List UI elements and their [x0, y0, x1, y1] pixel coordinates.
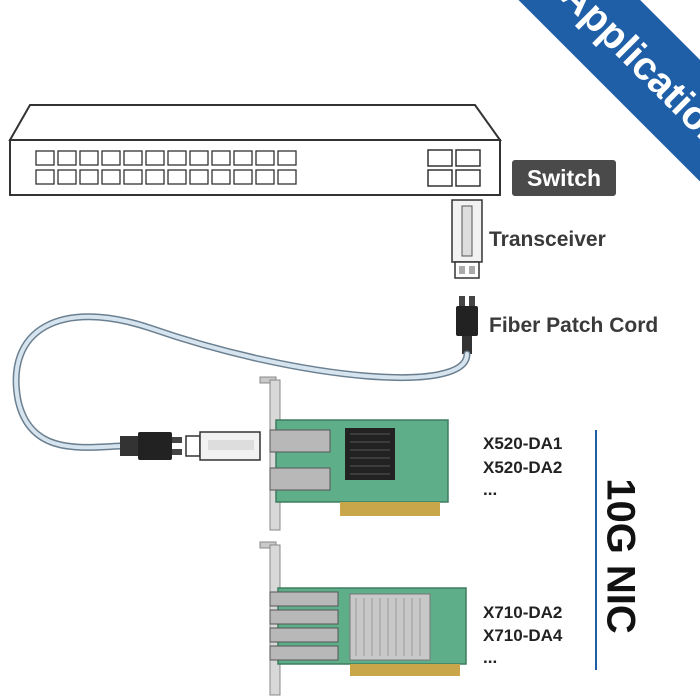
switch-illustration — [8, 104, 502, 196]
switch-ports — [35, 150, 297, 185]
switch-port — [145, 169, 165, 185]
switch-port — [35, 169, 55, 185]
switch-port — [255, 169, 275, 185]
switch-port — [211, 150, 231, 166]
switch-port — [123, 150, 143, 166]
switch-port — [233, 169, 253, 185]
switch-port — [123, 169, 143, 185]
switch-port — [255, 150, 275, 166]
switch-port — [101, 169, 121, 185]
nic-card-x710 — [259, 541, 467, 696]
switch-port — [189, 150, 209, 166]
switch-port — [35, 150, 55, 166]
switch-label: Switch — [512, 160, 616, 196]
model-x520-more: ... — [483, 480, 498, 499]
model-x710-da4: X710-DA4 — [483, 626, 563, 645]
lc-connector-top — [456, 296, 478, 354]
switch-port — [233, 150, 253, 166]
switch-port — [57, 150, 77, 166]
transceiver-illustration — [451, 199, 483, 279]
switch-port — [277, 169, 297, 185]
model-x710-da2: X710-DA2 — [483, 603, 563, 622]
lc-connector-left — [120, 432, 182, 460]
switch-port — [211, 169, 231, 185]
switch-port — [79, 169, 99, 185]
model-x710-more: ... — [483, 648, 498, 667]
nic-card-x520 — [259, 376, 449, 531]
switch-port — [145, 150, 165, 166]
switch-uplink-ports — [427, 149, 481, 187]
fiber-patch-cord-label: Fiber Patch Cord — [489, 314, 659, 337]
switch-port — [79, 150, 99, 166]
switch-port — [277, 150, 297, 166]
sfp-module-left — [185, 431, 261, 461]
transceiver-label: Transceiver — [489, 228, 606, 251]
nic-title: 10G NIC — [598, 478, 643, 634]
model-x520-da1: X520-DA1 — [483, 434, 563, 453]
switch-port — [167, 150, 187, 166]
switch-port — [101, 150, 121, 166]
switch-port — [57, 169, 77, 185]
switch-port — [167, 169, 187, 185]
model-x520-da2: X520-DA2 — [483, 458, 563, 477]
switch-port — [189, 169, 209, 185]
